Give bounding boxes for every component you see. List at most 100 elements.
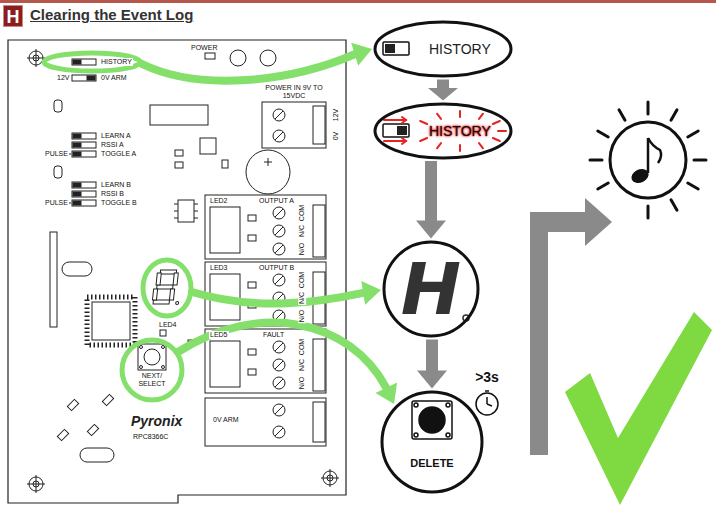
relay-block	[275, 361, 283, 369]
flow-arrow	[417, 339, 447, 388]
relay-block	[275, 209, 283, 217]
dip-switch	[73, 192, 81, 196]
small-component	[54, 166, 62, 178]
timer-icon	[485, 390, 489, 392]
button-icon	[412, 401, 452, 439]
sound-icon	[688, 183, 698, 189]
mounting-hole	[330, 469, 331, 487]
output-label: OUTPUT A	[258, 197, 295, 205]
node-text: DELETE	[410, 457, 453, 470]
pointer-arrow	[192, 292, 363, 304]
relay-block	[210, 341, 240, 387]
small-component	[174, 204, 178, 205]
sound-icon	[598, 183, 608, 189]
small-component	[150, 105, 208, 125]
circuit-board	[8, 40, 346, 503]
motion-marks	[459, 111, 461, 117]
pin-label: 0V	[332, 131, 340, 142]
pin-label: COM	[298, 204, 306, 222]
relay-block	[205, 329, 326, 393]
small-component	[87, 424, 98, 435]
pointer-arrow	[376, 383, 398, 404]
pin-label: COM	[298, 271, 306, 289]
motion-marks	[437, 114, 441, 119]
dip-switch	[73, 143, 81, 147]
dip-switch	[72, 200, 96, 206]
pin-label: N/O	[298, 309, 306, 323]
highlight-marker	[44, 53, 191, 400]
switch-icon	[385, 44, 395, 53]
switch-label: LEARN A	[100, 132, 132, 140]
small-component	[205, 53, 215, 59]
relay-block	[275, 227, 283, 235]
motion-marks	[479, 114, 483, 119]
arm-terminal	[313, 402, 325, 442]
relay-block	[205, 262, 326, 326]
small-component	[102, 394, 113, 405]
sound-icon	[647, 138, 650, 173]
terminal-label: POWER IN 9V TO 15VDC	[261, 84, 327, 99]
mounting-hole	[27, 49, 339, 493]
relay-block	[248, 369, 256, 375]
node-outline	[382, 392, 482, 492]
motion-marks	[384, 119, 406, 121]
small-component	[174, 218, 178, 219]
step-oval: HISTORY	[373, 102, 513, 160]
output-label: FAULT	[262, 331, 285, 339]
switch-label: RSSI B	[100, 190, 125, 198]
node-text: HISTORY	[429, 123, 491, 139]
node-text: H	[401, 253, 461, 325]
dip-switch	[72, 75, 96, 81]
output-label: OUTPUT B	[258, 264, 295, 272]
sound-icon	[590, 102, 706, 218]
dip-switch	[87, 76, 95, 80]
pointer-arrow	[361, 281, 381, 305]
led-label: LED5	[209, 331, 229, 339]
arm-terminal	[205, 398, 326, 446]
dip-switch	[72, 142, 96, 148]
seven-segment-display	[173, 273, 178, 285]
motion-marks	[402, 117, 406, 123]
power-terminal	[275, 111, 283, 119]
power-terminal	[313, 106, 325, 144]
microcontroller	[87, 297, 135, 345]
switch-label: PULSE	[44, 150, 69, 158]
sound-icon	[648, 138, 661, 163]
motion-marks	[384, 111, 506, 151]
button-icon	[412, 401, 452, 439]
pin-label: N/C	[298, 224, 306, 238]
led-label: LED4	[158, 321, 178, 329]
relay-block	[313, 205, 325, 257]
sound-icon	[647, 102, 650, 114]
motion-marks	[493, 121, 500, 124]
motion-marks	[459, 145, 461, 151]
dip-switch	[73, 60, 81, 64]
dip-switch	[73, 152, 81, 156]
timer-icon	[486, 397, 488, 404]
flow-arrow	[416, 161, 446, 238]
small-component	[194, 211, 198, 212]
pointer-arrow	[351, 43, 372, 66]
motion-marks	[420, 138, 427, 141]
dip-switch	[73, 134, 81, 138]
dip-switch	[72, 59, 96, 65]
switch-label: HISTORY	[100, 58, 133, 66]
dip-switch	[73, 183, 81, 187]
dip-switch	[73, 201, 81, 205]
small-component	[54, 100, 62, 112]
small-component	[200, 138, 216, 154]
switch-icon	[383, 124, 409, 137]
small-component	[50, 50, 276, 462]
timer-icon	[476, 391, 498, 415]
node-text: HISTORY	[429, 41, 491, 57]
arm-terminal	[205, 398, 326, 446]
relay-block	[273, 225, 285, 237]
battery	[268, 158, 269, 166]
pin-label: N/O	[298, 242, 306, 256]
seven-segment-display	[156, 273, 161, 285]
sound-icon	[598, 131, 608, 137]
timer-icon	[476, 393, 498, 415]
relay-block	[273, 207, 285, 219]
display-circle: H	[382, 240, 480, 338]
relay-block	[205, 329, 326, 393]
